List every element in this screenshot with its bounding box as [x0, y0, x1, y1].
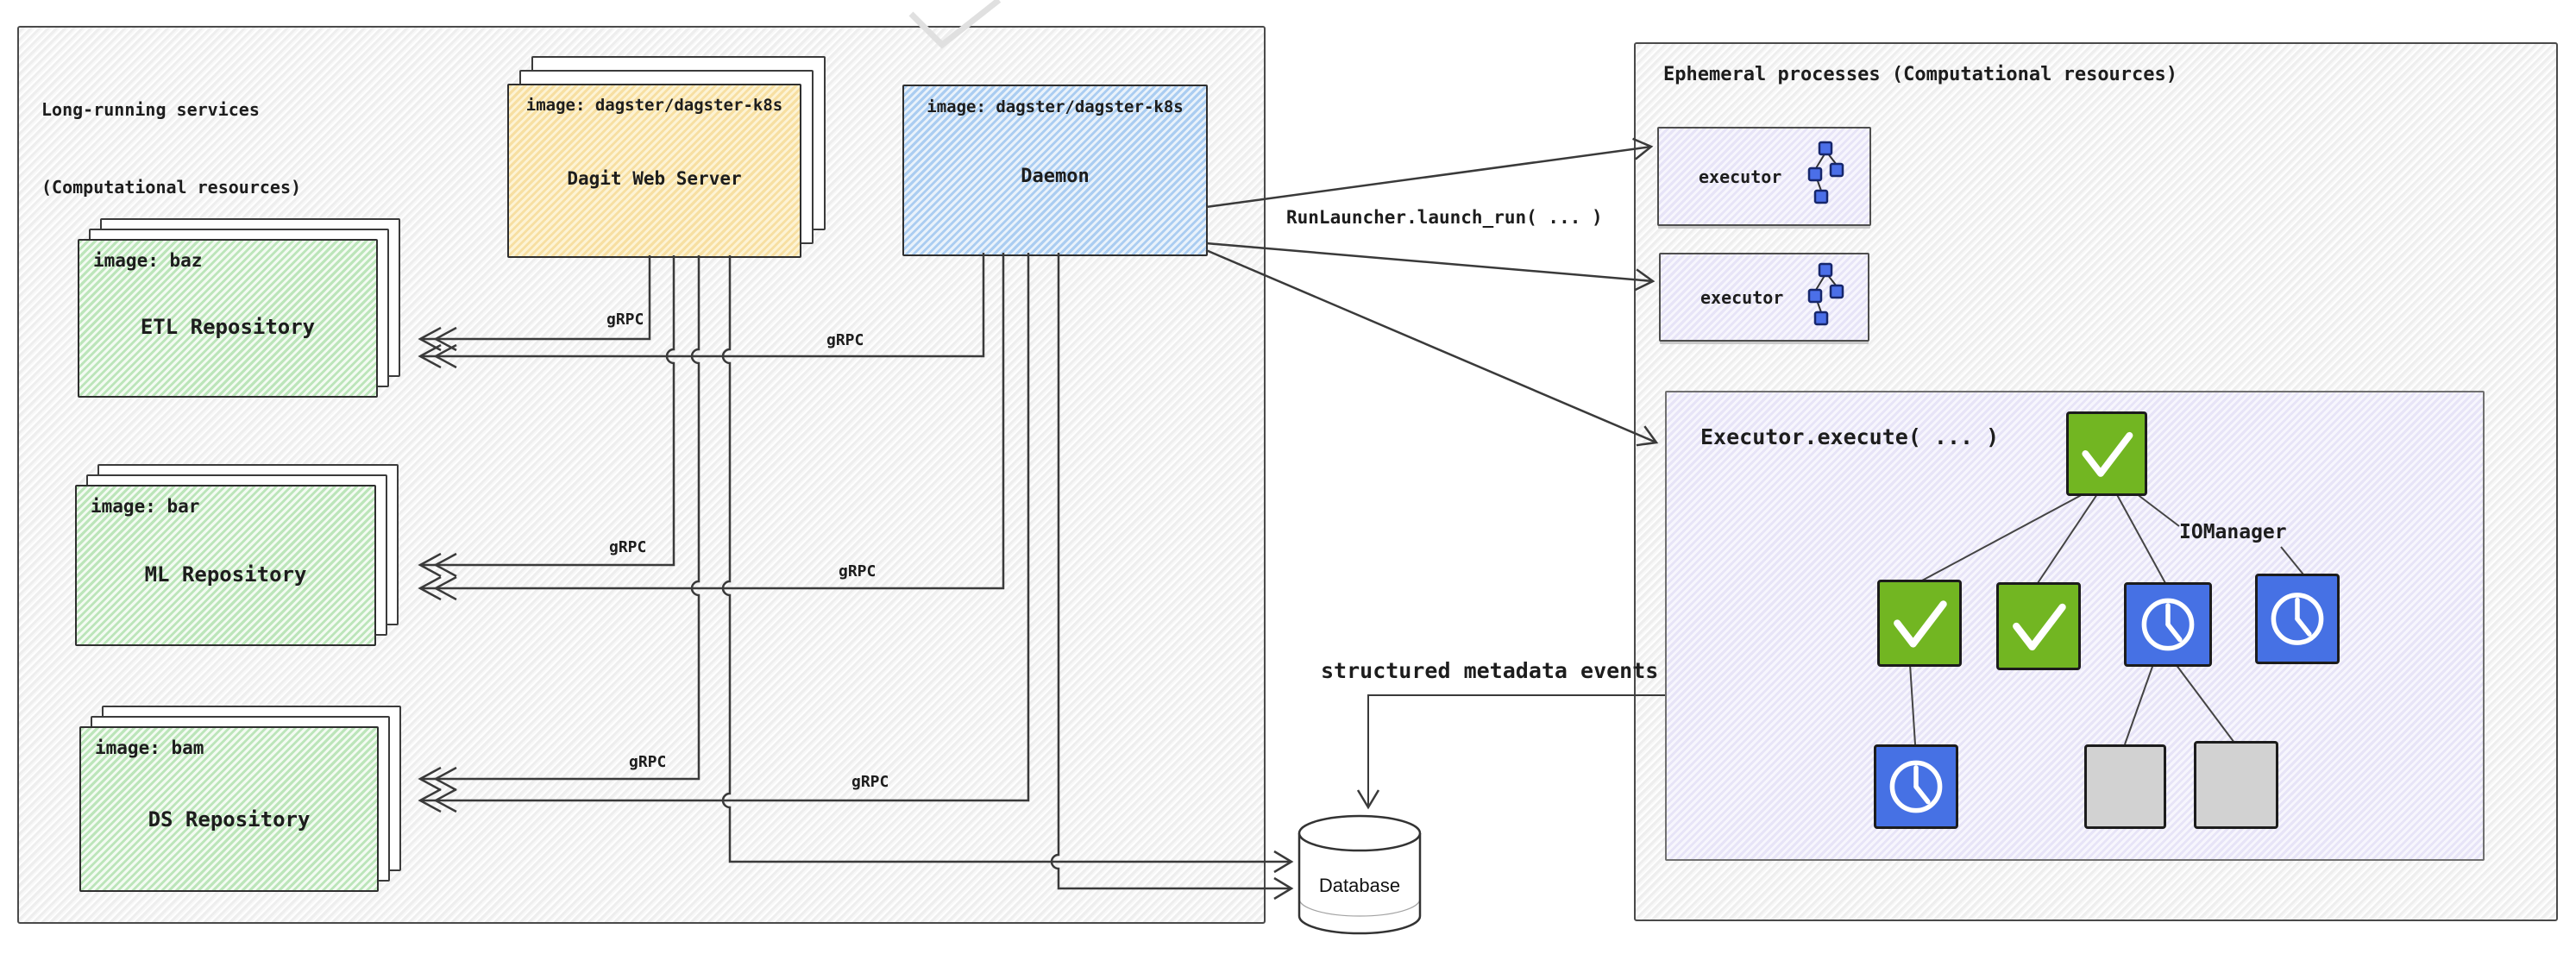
wire-daemon-executor-execute	[1205, 248, 1659, 447]
right-panel-title: Ephemeral processes (Computational resou…	[1663, 64, 2178, 85]
op-node-queued	[2194, 741, 2278, 829]
grpc-label: gRPC	[606, 311, 644, 329]
ds-repository-name: DS Repository	[148, 807, 311, 832]
run-launcher-label: RunLauncher.launch_run( ... )	[1286, 207, 1603, 228]
dagit-web-server-card: image: dagster/dagster-k8s Dagit Web Ser…	[507, 84, 801, 258]
clock-icon	[2141, 598, 2195, 651]
dag-icon	[1807, 141, 1844, 204]
clock-icon	[2271, 593, 2324, 645]
grpc-label: gRPC	[839, 562, 876, 581]
ml-image-label: image: bar	[91, 496, 200, 517]
ml-repository-card: image: bar ML Repository	[75, 485, 376, 646]
iomanager-label: IOManager	[2179, 521, 2287, 543]
executor-box-2: executor	[1659, 253, 1869, 342]
etl-image-label: image: baz	[93, 250, 203, 271]
dagit-name: Dagit Web Server	[567, 168, 742, 189]
check-icon	[1894, 600, 1947, 648]
wire-daemon-executor2	[1205, 242, 1656, 292]
op-node-queued	[2084, 744, 2166, 829]
op-node-root-success	[2066, 411, 2147, 496]
dag-icon	[1807, 262, 1844, 326]
wire-structured-metadata	[1356, 694, 1665, 810]
op-node-running	[2124, 582, 2212, 667]
grpc-label: gRPC	[629, 753, 667, 771]
left-panel-title-line2: (Computational resources)	[41, 177, 302, 198]
etl-repository-name: ETL Repository	[140, 315, 316, 339]
dagit-image-label: image: dagster/dagster-k8s	[525, 96, 783, 115]
grpc-label: gRPC	[609, 538, 647, 556]
executor-execute-title: Executor.execute( ... )	[1700, 424, 2000, 449]
wire-daemon-executor1	[1205, 137, 1654, 209]
grpc-label: gRPC	[826, 331, 864, 349]
op-node-success	[1996, 582, 2081, 670]
daemon-image-label: image: dagster/dagster-k8s	[927, 97, 1184, 116]
left-panel-title: Long-running services (Computational res…	[41, 45, 301, 252]
op-node-running	[1874, 744, 1958, 829]
etl-repository-card: image: baz ETL Repository	[78, 239, 378, 398]
executor-1-label: executor	[1699, 166, 1782, 187]
check-icon	[2013, 603, 2066, 651]
structured-metadata-label: structured metadata events	[1321, 658, 1659, 683]
daemon-name: Daemon	[1021, 166, 1090, 187]
clock-icon	[1889, 760, 1943, 813]
ml-repository-name: ML Repository	[144, 562, 307, 587]
database-label: Database	[1318, 875, 1401, 896]
ds-image-label: image: bam	[95, 737, 204, 758]
daemon-card: image: dagster/dagster-k8s Daemon	[902, 85, 1208, 256]
op-node-running	[2255, 574, 2340, 664]
executor-box-1: executor	[1657, 127, 1871, 226]
executor-2-label: executor	[1700, 287, 1784, 308]
grpc-label: gRPC	[851, 773, 889, 791]
ds-repository-card: image: bam DS Repository	[79, 726, 379, 892]
op-node-success	[1877, 580, 1962, 667]
left-panel-title-line1: Long-running services	[41, 99, 260, 120]
check-icon	[2082, 431, 2133, 477]
